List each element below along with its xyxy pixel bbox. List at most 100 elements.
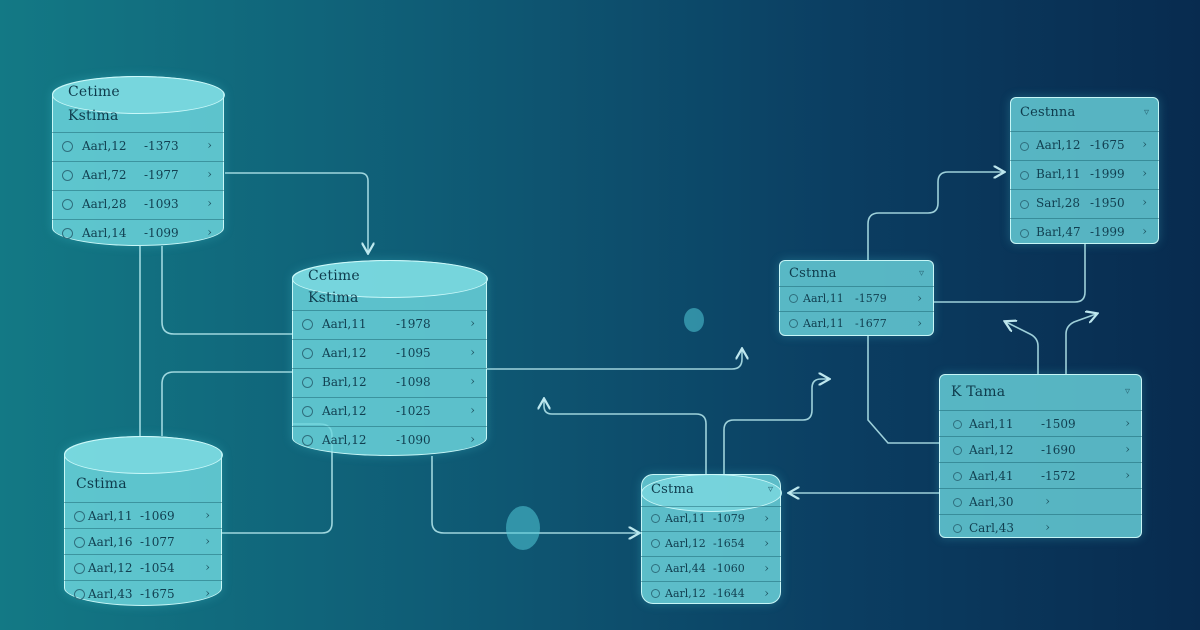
chevron-down-icon[interactable]: ▿ xyxy=(767,484,773,495)
chevron-right-icon[interactable]: › xyxy=(764,536,769,550)
list-item[interactable]: Aarl,12-1095› xyxy=(292,339,487,368)
node-title: Cstima xyxy=(76,476,127,492)
list-item[interactable]: Aarl,11-1978› xyxy=(292,310,487,339)
row-value: -1093 xyxy=(144,197,179,211)
cylinder-shape xyxy=(63,435,223,606)
list-item[interactable]: Aarl,28-1093› xyxy=(52,190,224,219)
glow-dot xyxy=(684,308,704,332)
chevron-right-icon[interactable]: › xyxy=(205,560,210,574)
chevron-right-icon[interactable]: › xyxy=(470,432,475,446)
list-item[interactable]: Aarl,12-1090› xyxy=(292,426,487,455)
chevron-right-icon[interactable]: › xyxy=(205,586,210,600)
list-item[interactable]: Aarl,11-1677› xyxy=(779,311,934,336)
list-item[interactable]: Aarl,12-1644› xyxy=(641,581,781,606)
chevron-right-icon[interactable]: › xyxy=(470,345,475,359)
list-item[interactable]: Aarl,44-1060› xyxy=(641,556,781,581)
row-value: -1090 xyxy=(396,433,431,447)
chevron-right-icon[interactable]: › xyxy=(764,561,769,575)
list-item[interactable]: Barl,47 -1999 › xyxy=(1010,218,1159,247)
list-item[interactable]: Aarl,12-1054› xyxy=(64,554,222,580)
list-item[interactable]: Aarl,16-1077› xyxy=(64,528,222,554)
list-item[interactable]: Aarl,11-1579› xyxy=(779,286,934,311)
list-item[interactable]: Aarl,14-1099› xyxy=(52,219,224,248)
chevron-right-icon[interactable]: › xyxy=(470,316,475,330)
chevron-right-icon[interactable]: › xyxy=(917,291,922,305)
row-label: Aarl,41 xyxy=(969,469,1014,483)
chevron-right-icon[interactable]: › xyxy=(205,508,210,522)
database-node[interactable]: Cstma ▿ Aarl,11-1079› Aarl,12-1654› Aarl… xyxy=(640,473,782,606)
list-item[interactable]: Aarl,12 -1373 › xyxy=(52,132,224,161)
row-label: Aarl,12 xyxy=(665,587,706,600)
record-icon xyxy=(651,514,660,523)
chevron-right-icon[interactable]: › xyxy=(207,167,212,181)
list-item[interactable]: Aarl,11-1069› xyxy=(64,502,222,528)
database-node[interactable]: Cstima Aarl,11-1069› Aarl,16-1077› Aarl,… xyxy=(63,435,223,606)
chevron-right-icon[interactable]: › xyxy=(207,225,212,239)
database-node[interactable]: Cetime Kstima Aarl,12-1373› Aarl,72-1977… xyxy=(51,75,225,248)
chevron-right-icon[interactable]: › xyxy=(1125,468,1130,482)
row-value: -1077 xyxy=(140,535,175,549)
list-item[interactable]: Aarl,41-1572› xyxy=(939,462,1142,488)
list-item[interactable]: Aarl,12-1025› xyxy=(292,397,487,426)
chevron-down-icon[interactable]: ▿ xyxy=(1143,107,1149,118)
chevron-right-icon[interactable]: › xyxy=(1142,195,1147,209)
chevron-right-icon[interactable]: › xyxy=(207,196,212,210)
chevron-right-icon[interactable]: › xyxy=(470,374,475,388)
record-icon xyxy=(302,406,313,417)
list-item[interactable]: Aarl,11-1509› xyxy=(939,410,1142,436)
table-node[interactable]: Cestnna ▿ Aarl,12-1675› Barl,11-1999› Sa… xyxy=(1010,97,1159,244)
chevron-right-icon[interactable]: › xyxy=(764,511,769,525)
list-item[interactable]: Aarl,72-1977› xyxy=(52,161,224,190)
list-item[interactable]: Aarl,11-1079› xyxy=(641,506,781,531)
row-label: Aarl,12 xyxy=(82,139,127,153)
row-value: -1999 xyxy=(1090,225,1125,239)
record-icon xyxy=(62,170,73,181)
record-icon xyxy=(74,589,85,600)
row-value: -1054 xyxy=(140,561,175,575)
node-title: Cetime xyxy=(308,268,360,284)
record-icon xyxy=(302,435,313,446)
row-list: Aarl,12-1373› Aarl,72-1977› Aarl,28-1093… xyxy=(52,132,224,248)
row-value: -1069 xyxy=(140,509,175,523)
chevron-right-icon[interactable]: › xyxy=(1142,137,1147,151)
list-item[interactable]: Aarl,43-1675› xyxy=(64,580,222,606)
list-item[interactable]: Barl,12-1098› xyxy=(292,368,487,397)
row-value: -1373 xyxy=(144,139,179,153)
table-node[interactable]: Cstnna ▿ Aarl,11-1579› Aarl,11-1677› xyxy=(779,260,934,336)
list-item[interactable]: Aarl,30› xyxy=(939,488,1142,514)
chevron-right-icon[interactable]: › xyxy=(205,534,210,548)
list-item[interactable]: Aarl,12-1654› xyxy=(641,531,781,556)
record-icon xyxy=(789,294,798,303)
row-label: Aarl,11 xyxy=(322,317,367,331)
row-value: -1060 xyxy=(713,562,745,575)
panel-shape xyxy=(1010,97,1159,244)
list-item[interactable]: Sarl,28-1950› xyxy=(1010,189,1159,218)
chevron-right-icon[interactable]: › xyxy=(1045,494,1050,508)
row-value: -1675 xyxy=(140,587,175,601)
cylinder-shape xyxy=(51,75,225,246)
row-value: -1095 xyxy=(396,346,431,360)
list-item[interactable]: Aarl,12-1675› xyxy=(1010,131,1159,160)
chevron-right-icon[interactable]: › xyxy=(1142,224,1147,238)
wire-n5-n6 xyxy=(867,172,1003,260)
wire-n1-n2 xyxy=(225,172,368,252)
chevron-down-icon[interactable]: ▿ xyxy=(1124,386,1130,397)
database-node[interactable]: Cetime Kstima Aarl,11-1978› Aarl,12-1095… xyxy=(291,259,488,456)
chevron-right-icon[interactable]: › xyxy=(1142,166,1147,180)
chevron-right-icon[interactable]: › xyxy=(1045,520,1050,534)
table-node[interactable]: K Tama ▿ Aarl,11-1509› Aarl,12-1690› Aar… xyxy=(939,374,1142,538)
chevron-right-icon[interactable]: › xyxy=(764,586,769,600)
chevron-right-icon[interactable]: › xyxy=(207,138,212,152)
list-item[interactable]: Carl,43› xyxy=(939,514,1142,540)
chevron-down-icon[interactable]: ▿ xyxy=(918,268,924,279)
list-item[interactable]: Barl,11-1999› xyxy=(1010,160,1159,189)
row-label: Barl,47 xyxy=(1036,225,1081,239)
chevron-right-icon[interactable]: › xyxy=(470,403,475,417)
chevron-right-icon[interactable]: › xyxy=(917,316,922,330)
row-value: -1079 xyxy=(713,512,745,525)
record-icon xyxy=(953,524,962,533)
chevron-right-icon[interactable]: › xyxy=(1125,416,1130,430)
chevron-right-icon[interactable]: › xyxy=(1125,442,1130,456)
record-icon xyxy=(62,199,73,210)
list-item[interactable]: Aarl,12-1690› xyxy=(939,436,1142,462)
